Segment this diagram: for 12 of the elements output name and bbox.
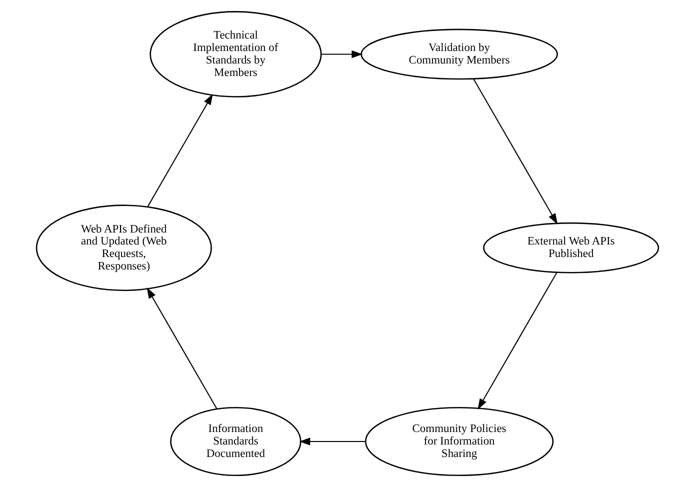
node-ellipse: Validation by Community Members — [360, 28, 558, 80]
arrow — [473, 78, 558, 224]
arrow — [478, 272, 558, 410]
arrow — [147, 94, 213, 208]
arrow — [299, 438, 366, 446]
node-ellipse: Community Policies for Information Sharing — [364, 406, 554, 476]
arrow — [146, 287, 218, 410]
node-ellipse: External Web APIs Published — [483, 222, 660, 274]
node-ellipse: Information Standards Documented — [170, 406, 302, 476]
arrow — [322, 50, 363, 58]
node-ellipse: Technical Implementation of Standards by Members — [150, 11, 322, 98]
node-ellipse: Web APIs Defined and Updated (Web Requests, Responses) — [36, 204, 212, 292]
